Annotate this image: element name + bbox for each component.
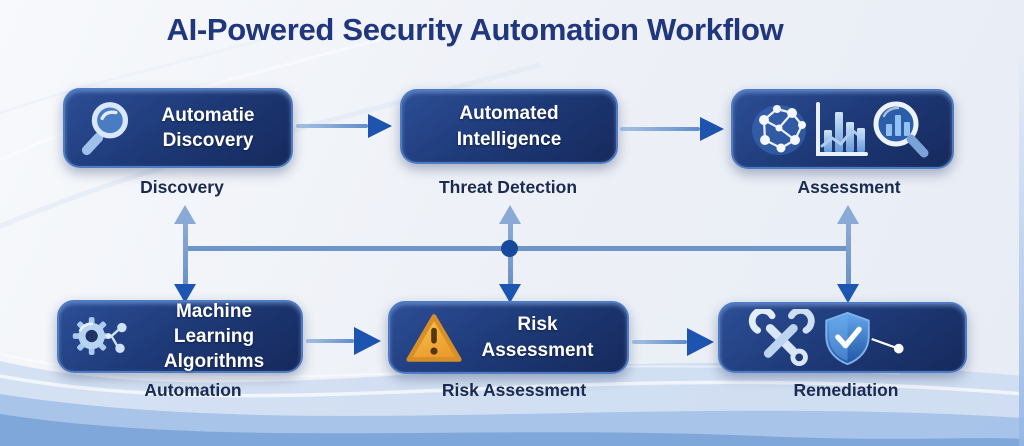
neural-network-icon	[751, 105, 806, 155]
caption-remediation: Remediation	[793, 380, 899, 400]
node-label: Automated Intelligence	[456, 103, 562, 150]
tools-icon	[748, 308, 815, 366]
caption-threat-detection: Threat Detection	[438, 177, 578, 197]
arrow-down-icon	[499, 284, 521, 303]
node-label: Automatie Discovery	[161, 104, 255, 151]
node-risk-assessment-box: Risk Assessment	[388, 301, 629, 374]
caption-automation: Automation	[144, 380, 242, 400]
gear-network-icon	[72, 316, 127, 355]
assessment-icons	[751, 101, 928, 158]
node-threat-detection-box: Automated Intelligence	[400, 89, 618, 164]
arrow-right-icon	[368, 114, 392, 138]
arrow-automation-to-risk	[306, 327, 381, 355]
search-icon	[81, 102, 129, 156]
shield-check-icon	[825, 311, 870, 365]
node-label: Risk Assessment	[481, 314, 594, 361]
caption-discovery: Discovery	[140, 177, 224, 197]
node-automation-box: Machine Learning Algorithms	[57, 300, 303, 373]
arrow-risk-to-remediation	[632, 328, 714, 356]
page-title: AI-Powered Security Automation Workflow	[166, 12, 784, 47]
remediation-icons	[748, 308, 904, 366]
node-assessment-box	[731, 89, 954, 169]
arrow-right-icon	[687, 328, 714, 356]
background-waves	[0, 353, 1024, 446]
arrow-up-icon	[499, 205, 521, 224]
arrow-up-icon	[174, 205, 196, 224]
bar-chart-icon	[815, 102, 868, 156]
arrow-right-icon	[354, 327, 381, 355]
double-arrow-assessment-remediation	[836, 205, 860, 303]
connector-dot	[893, 343, 904, 353]
arrow-down-icon	[837, 284, 859, 303]
arrow-threat-to-assessment	[620, 117, 724, 141]
arrow-discovery-to-threat	[296, 114, 392, 138]
junction-dot	[501, 240, 518, 257]
chart-magnifier-icon	[873, 101, 928, 158]
arrow-down-icon	[174, 284, 196, 303]
arrow-up-icon	[837, 205, 859, 224]
warning-triangle-icon	[406, 313, 462, 362]
node-label: Machine Learning Algorithms	[163, 300, 265, 373]
node-remediation-box	[718, 302, 967, 373]
arrow-right-icon	[700, 117, 724, 141]
caption-assessment: Assessment	[797, 177, 901, 197]
double-arrow-discovery-automation	[173, 205, 197, 303]
caption-risk-assessment: Risk Assessment	[441, 380, 587, 400]
right-edge-accent	[1019, 55, 1024, 446]
connector-line	[871, 337, 897, 349]
node-discovery-box: Automatie Discovery	[63, 88, 293, 168]
